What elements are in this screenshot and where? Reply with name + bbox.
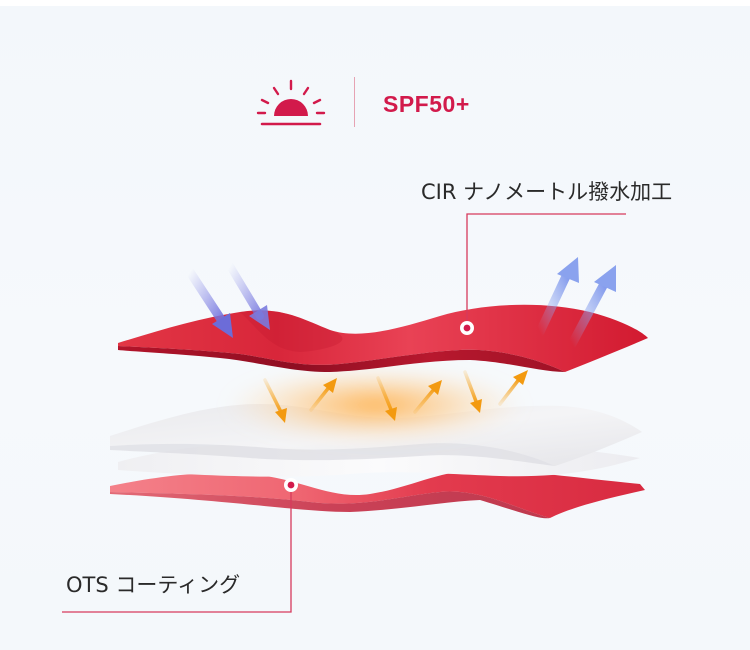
bottom-fabric-layer [110, 470, 645, 519]
incoming-light-arrows [185, 262, 270, 338]
heat-arrow-down-1 [263, 378, 287, 423]
incoming-arrow-1 [185, 267, 233, 338]
heat-glow [225, 367, 525, 443]
outgoing-vapor-arrows [535, 257, 616, 349]
heat-arrow-down-2 [376, 376, 397, 421]
heat-arrow-up-2 [413, 380, 442, 414]
leader-line-top [466, 213, 626, 322]
incoming-arrow-2 [226, 262, 270, 330]
heat-arrows [263, 370, 528, 423]
marker-top [460, 321, 474, 335]
heat-arrow-up-3 [498, 370, 528, 406]
top-fabric-layer [118, 304, 648, 372]
marker-bottom [284, 478, 298, 492]
outgoing-arrow-2 [567, 265, 616, 349]
heat-arrow-up-1 [309, 378, 337, 412]
outgoing-arrow-1 [535, 257, 579, 337]
spf-rating-label: SPF50+ [383, 91, 470, 117]
cir-coating-label: CIR ナノメートル撥水加工 [421, 180, 673, 204]
ots-coating-label: OTS コーティング [66, 573, 241, 597]
heat-arrow-down-3 [463, 370, 482, 413]
header-divider [354, 77, 355, 127]
sun-rising-icon [256, 79, 326, 126]
leader-line-bottom [62, 490, 292, 613]
